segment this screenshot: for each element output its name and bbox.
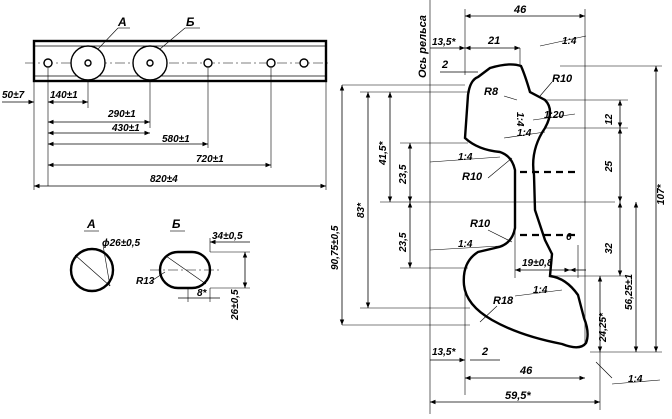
dim-580-text: 580±1: [162, 134, 190, 145]
slope-bottom-leader: [595, 361, 613, 379]
slope-1-20: 1:20: [544, 110, 564, 121]
bar-hole-a-center: [84, 59, 92, 67]
dim-430-text: 430±1: [111, 123, 140, 134]
leader-b: [159, 27, 186, 50]
slope-bottom: 1:4: [628, 374, 643, 385]
rail-profile: Ось рельса 46 13,5* 21 2 1:4 R10 R8 1:4 …: [330, 0, 667, 414]
slope-head-mid-line: [503, 131, 546, 139]
detail-b-radius-leader: [149, 271, 166, 283]
dim-140-text: 140±1: [50, 90, 78, 101]
dim-19-text: 19±0,8: [522, 258, 553, 269]
detail-b-width: 34±0,5: [212, 231, 243, 242]
detail-b-hatch: [165, 255, 207, 285]
bar-hole-4: [203, 58, 213, 68]
slope-top: 1:4: [562, 36, 577, 47]
detail-b-radius: R13: [136, 276, 155, 287]
r10-head-leader: [539, 81, 553, 97]
rail-axis-label: Ось рельса: [417, 15, 429, 78]
detail-a-label: А: [86, 217, 96, 231]
detail-b: Б 34±0,5 26±0,5 R13 8*: [136, 217, 250, 321]
dim-50-text: 50±7: [2, 90, 25, 101]
slope-foot: 1:4: [533, 285, 548, 296]
dim-32-text: 32: [604, 242, 615, 254]
r18-foot: R18: [493, 295, 514, 307]
bar-view: А Б 50±7 140±1 290±1 430±1 580±1 720±1 8…: [2, 15, 330, 190]
bar-hole-5: [266, 58, 276, 68]
dim-bottom-2: 2: [481, 346, 488, 358]
dim-83-text: 83*: [356, 202, 367, 218]
dim-6-text: 6: [566, 232, 572, 243]
detail-a-hole: [69, 247, 115, 293]
dim-290-text: 290±1: [107, 109, 136, 120]
detail-a-diameter-line: [74, 254, 111, 287]
dim-bottom-46-text: 46: [519, 365, 533, 377]
dim-top-46-text: 46: [513, 4, 527, 16]
dim-25-text: 25: [604, 160, 615, 173]
dim-720-text: 720±1: [196, 154, 224, 165]
bar-hole-6: [299, 58, 309, 68]
dim-top-2: 2: [441, 59, 448, 71]
r10-web-lower-leader: [487, 229, 513, 243]
slope-head-mid: 1:4: [517, 128, 532, 139]
slope-vertical: 1:4: [514, 112, 525, 127]
hole-a-label: А: [117, 15, 127, 29]
rail-profile-outline: [462, 63, 589, 349]
slope-web-upper-line: [429, 156, 501, 163]
dim-24-25-text: 24,25*: [598, 312, 609, 343]
r10-web-upper: R10: [462, 171, 483, 183]
detail-a-diameter: ϕ26±0,5: [102, 238, 141, 249]
dim-12-text: 12: [604, 113, 615, 125]
bar-hole-1: [43, 58, 53, 68]
dim-90-75-text: 90,75±0,5: [330, 225, 341, 270]
r10-web-upper-leader: [487, 157, 513, 179]
dim-top-offset: 13,5*: [432, 37, 456, 48]
detail-b-offset: 8*: [197, 288, 208, 299]
dim-820-text: 820±4: [150, 174, 178, 185]
slope-foot-line: [514, 289, 563, 297]
slope-bottom-line: [611, 379, 661, 385]
bar-outline: [32, 39, 328, 83]
dim-top-21-text: 21: [487, 35, 500, 47]
slope-web-lower: 1:4: [458, 239, 473, 250]
slope-1-20-line: [532, 113, 576, 121]
detail-a: А ϕ26±0,5: [69, 217, 141, 293]
hole-b-label: Б: [186, 15, 195, 29]
dim-41-5-text: 41,5*: [378, 141, 389, 166]
dim-bottom-offset: 13,5*: [432, 347, 456, 358]
slope-top-line: [539, 35, 587, 47]
detail-b-label: Б: [172, 217, 181, 231]
r10-head: R10: [552, 73, 573, 85]
dim-107-text: 107*: [656, 183, 667, 205]
dim-56-25-text: 56,25±1: [624, 273, 635, 310]
slope-web-lower-line: [429, 245, 501, 251]
dim-bottom-59-5-text: 59,5*: [505, 390, 531, 402]
detail-a-leader: [102, 244, 111, 287]
detail-b-height: 26±0,5: [230, 289, 241, 321]
r18-foot-leader: [479, 305, 498, 323]
dim-23-5-upper-text: 23,5: [398, 164, 409, 185]
dim-23-5-lower-text: 23,5: [398, 232, 409, 253]
r10-web-lower: R10: [470, 218, 491, 230]
slope-web-upper: 1:4: [458, 152, 473, 163]
leader-a: [97, 27, 119, 50]
bar-hole-b-center: [146, 59, 154, 67]
r8-head-leader: [503, 95, 518, 101]
r8-head: R8: [484, 86, 499, 98]
